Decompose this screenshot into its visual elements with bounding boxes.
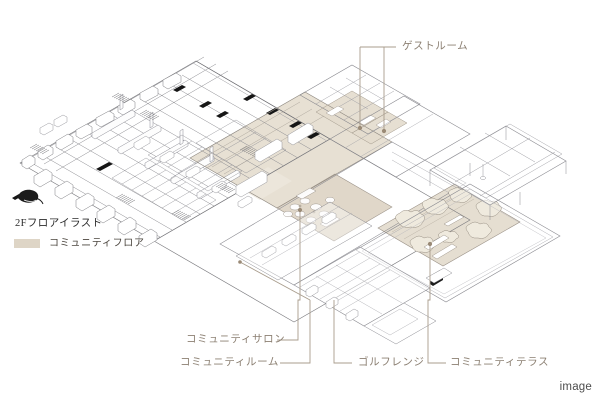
callout-label-community-terrace: コミュニティテラス [450,357,550,368]
leader-lines [239,46,446,364]
legend-item-community-floor: コミュニティフロア [14,237,145,249]
leader-endpoint-dots [238,125,433,264]
figure-title: 2Fフロアイラスト [15,218,103,229]
callout-label-community-room: コミュニティルーム [180,357,279,368]
legend-block: 2Fフロアイラスト コミュニティフロア [14,186,145,249]
legend-swatch-community-floor [14,239,40,248]
wall-blocks-left [21,72,182,248]
image-watermark: image [559,381,592,393]
leaf-logo-icon [18,189,44,205]
north-wall-windows [12,60,331,200]
callout-label-golf-range: ゴルフレンジ [358,357,425,368]
callout-label-community-salon: コミュニティサロン [186,334,286,345]
pergola-canopy [429,123,567,220]
community-room-area [189,91,393,209]
legend-label-community-floor: コミュニティフロア [49,237,145,249]
callout-label-guestroom: ゲストルーム [402,41,469,52]
guest-room-wing [299,64,421,145]
lower-right-platform [363,302,437,345]
furniture-blocks [39,114,253,209]
community-terrace-area [377,183,521,267]
golf-range-area [235,201,373,281]
